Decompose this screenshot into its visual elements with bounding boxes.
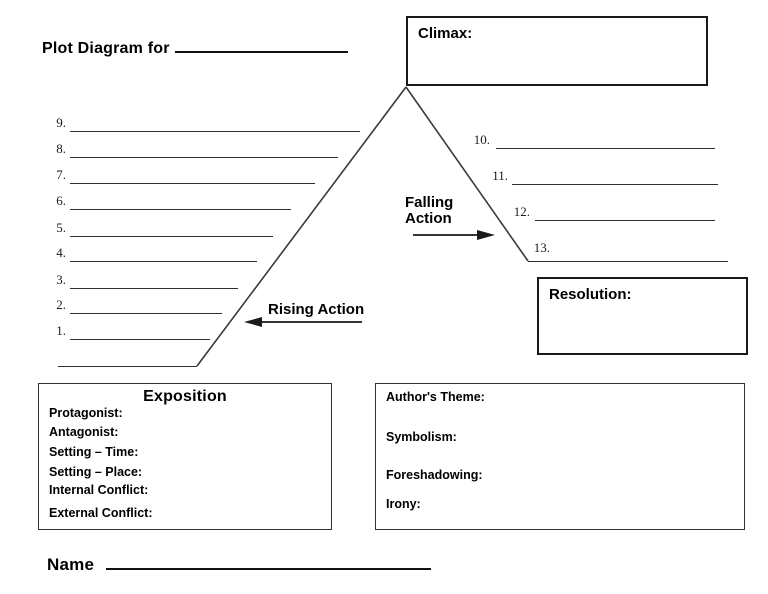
- blank-number: 6.: [56, 193, 66, 208]
- falling-action-arrow-icon: [413, 230, 495, 240]
- rising-blank-line-3: [70, 288, 238, 289]
- falling-action-label: Falling Action: [405, 194, 454, 227]
- resolution-box: Resolution:: [537, 277, 748, 355]
- rising-diagonal-line: [196, 86, 407, 367]
- falling-blank-line-13: [528, 261, 728, 262]
- analysis-box: Author's Theme: Symbolism: Foreshadowing…: [375, 383, 745, 530]
- name-row: Name: [47, 553, 432, 575]
- analysis-field-foreshadowing: Foreshadowing:: [386, 468, 483, 482]
- blank-number: 10.: [473, 132, 490, 147]
- exposition-field-external-conflict: External Conflict:: [49, 506, 153, 520]
- rising-action-arrow-icon: [244, 317, 362, 327]
- exposition-field-antagonist: Antagonist:: [49, 425, 119, 439]
- name-label: Name: [47, 555, 95, 574]
- blank-number: 5.: [56, 220, 66, 235]
- blank-number: 4.: [56, 245, 66, 260]
- climax-box: Climax:: [406, 16, 708, 86]
- name-blank-line: [106, 553, 432, 570]
- blank-number: 9.: [56, 115, 66, 130]
- falling-blank-line-10: [496, 148, 715, 149]
- rising-blank-line-4: [70, 261, 257, 262]
- exposition-box: Exposition Protagonist: Antagonist: Sett…: [38, 383, 332, 530]
- rising-blank-line-7: [70, 183, 315, 184]
- blank-number: 7.: [56, 167, 66, 182]
- rising-blank-line-6: [70, 209, 291, 210]
- falling-diagonal-line: [405, 86, 529, 262]
- climax-label: Climax:: [418, 25, 473, 42]
- rising-blank-line-9: [70, 131, 360, 132]
- analysis-field-authors-theme: Author's Theme:: [386, 390, 485, 404]
- blank-number: 13.: [533, 240, 550, 255]
- resolution-label: Resolution:: [549, 286, 632, 303]
- falling-blank-line-12: [535, 220, 715, 221]
- page-title-text: Plot Diagram for: [42, 40, 170, 57]
- exposition-field-protagonist: Protagonist:: [49, 406, 123, 420]
- analysis-field-symbolism: Symbolism:: [386, 430, 457, 444]
- rising-blank-line-2: [70, 313, 222, 314]
- blank-number: 3.: [56, 272, 66, 287]
- rising-action-label: Rising Action: [268, 301, 365, 318]
- analysis-field-irony: Irony:: [386, 497, 421, 511]
- blank-number: 8.: [56, 141, 66, 156]
- blank-number: 11.: [492, 168, 508, 183]
- title-blank-line: [174, 37, 348, 53]
- baseline-blank-line: [58, 366, 197, 367]
- rising-blank-line-8: [70, 157, 338, 158]
- page-title: Plot Diagram for: [42, 37, 348, 58]
- exposition-field-internal-conflict: Internal Conflict:: [49, 483, 149, 497]
- rising-blank-line-5: [70, 236, 273, 237]
- falling-blank-line-11: [512, 184, 718, 185]
- exposition-title: Exposition: [143, 388, 227, 405]
- blank-number: 2.: [56, 297, 66, 312]
- rising-blank-line-1: [70, 339, 210, 340]
- blank-number: 12.: [513, 204, 530, 219]
- exposition-field-setting-time: Setting – Time:: [49, 445, 139, 459]
- exposition-field-setting-place: Setting – Place:: [49, 465, 143, 479]
- blank-number: 1.: [56, 323, 66, 338]
